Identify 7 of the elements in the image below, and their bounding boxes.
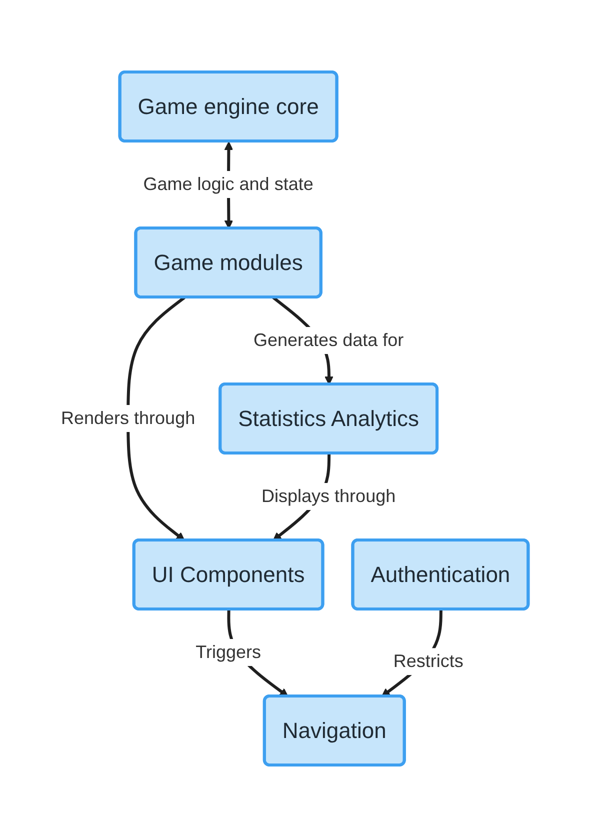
edge-label: Renders through	[60, 408, 195, 428]
edge-label: Triggers	[196, 642, 261, 662]
edge-label: Generates data for	[253, 330, 404, 350]
edge-label: Restricts	[393, 651, 464, 672]
edge-label: Displays through	[261, 486, 396, 506]
edge-label: Game logic and state	[143, 174, 314, 194]
arrow	[126, 296, 186, 541]
